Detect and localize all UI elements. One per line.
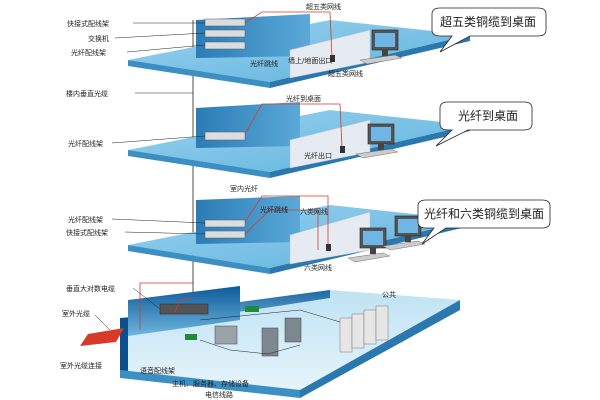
label-cat6-cable-desk: 六类网线: [304, 263, 332, 272]
green-panel-unit: [245, 306, 259, 312]
floor-2: [128, 102, 470, 178]
label-fiber-outlet: 光纤出口: [304, 151, 332, 160]
floor-3-quick-panel-unit: [204, 230, 246, 239]
label-cat5e-cable-desk: 超五类网线: [328, 69, 363, 78]
server-unit-b: [261, 327, 279, 357]
label-cat6-cable-top: 六类网线: [300, 207, 328, 216]
floor-3-fiber-panel-unit: [204, 219, 246, 228]
floor-2-fiber-route: [244, 103, 343, 149]
floor-3-cat6-route: [244, 209, 319, 250]
voice-patch-panel-unit: [185, 334, 197, 340]
label-wall-outlet: 墙上/地面出口: [288, 56, 332, 65]
floor-2-fiber-panel-unit: [204, 131, 246, 141]
label-fiber-jumper-top: 光纤跳线: [250, 59, 278, 68]
floor-2-back-wall: [196, 102, 300, 148]
label-quick-patch-panel-low: 快接式配线架: [66, 228, 108, 237]
callout-floor1: 超五类铜缆到桌面: [431, 7, 547, 53]
label-fiber-patch-panel-low: 光纤配线架: [68, 215, 103, 224]
floor-1: [128, 11, 470, 88]
left-leader-lines: [94, 22, 206, 331]
outdoor-fiber-connector: [80, 328, 124, 346]
label-fiber-patch-panel-mid: 光纤配线架: [68, 139, 103, 148]
label-fiber-patch-panel-top: 光纤配线架: [71, 48, 106, 57]
label-vertical-fiber: 楼内垂直光缆: [66, 89, 108, 98]
floor-2-fiber-outlet: [340, 146, 345, 153]
label-telecom-line: 电信线路: [205, 390, 233, 399]
floor-2-computer-icon: [355, 123, 399, 159]
floor-1-rack: [204, 18, 246, 50]
callout-floor1-text: 超五类铜缆到桌面: [440, 14, 536, 29]
floor-3-computer-icon-b: [382, 215, 426, 251]
server-unit-a: [214, 325, 238, 345]
server-unit-c: [284, 317, 302, 343]
floor-1-cat5e-route: [244, 11, 333, 59]
data-center-top-rack: [159, 303, 209, 315]
floor-1-wall-outlet: [330, 55, 335, 62]
label-cat5e-cable-top: 超五类网线: [306, 2, 341, 11]
label-outdoor-fiber-conn: 室外光缆连接: [60, 361, 102, 370]
label-outdoor-fiber: 室外光缆: [62, 309, 90, 318]
label-fiber-jumper-low: 光纤跳线: [260, 205, 288, 214]
callout-floor3-bubble: [417, 199, 551, 245]
label-voice-patch-panel: 语音配线架: [140, 366, 175, 375]
label-small-tag: 公共: [382, 290, 396, 299]
callout-floor3: 光纤和六类铜缆到桌面: [417, 199, 551, 245]
callout-floor1-bubble: [431, 7, 547, 53]
label-host-servers: 主机、服务器、存储设备: [172, 379, 249, 388]
label-indoor-fiber: 室内光纤: [230, 184, 258, 193]
floor-3: [128, 195, 470, 274]
data-center-floor: [80, 282, 460, 398]
label-quick-patch-panel-top: 快接式配线架: [67, 19, 109, 28]
storage-cabinets: [339, 305, 389, 353]
floor-3-outlet: [326, 244, 331, 251]
callout-floor2-text: 光纤到桌面: [458, 109, 518, 123]
floor-1-computer-icon: [359, 29, 403, 65]
label-fiber-to-desk: 光纤到桌面: [286, 94, 321, 103]
floor-3-fiber-route: [244, 195, 329, 246]
callout-floor2-bubble: [435, 101, 533, 147]
label-vertical-copper: 垂直大对数电缆: [66, 284, 115, 293]
callout-floor2: 光纤到桌面: [435, 101, 533, 147]
label-switch: 交换机: [88, 34, 109, 43]
floor-3-computer-icon-a: [347, 227, 391, 263]
callout-floor3-text: 光纤和六类铜缆到桌面: [424, 206, 544, 221]
